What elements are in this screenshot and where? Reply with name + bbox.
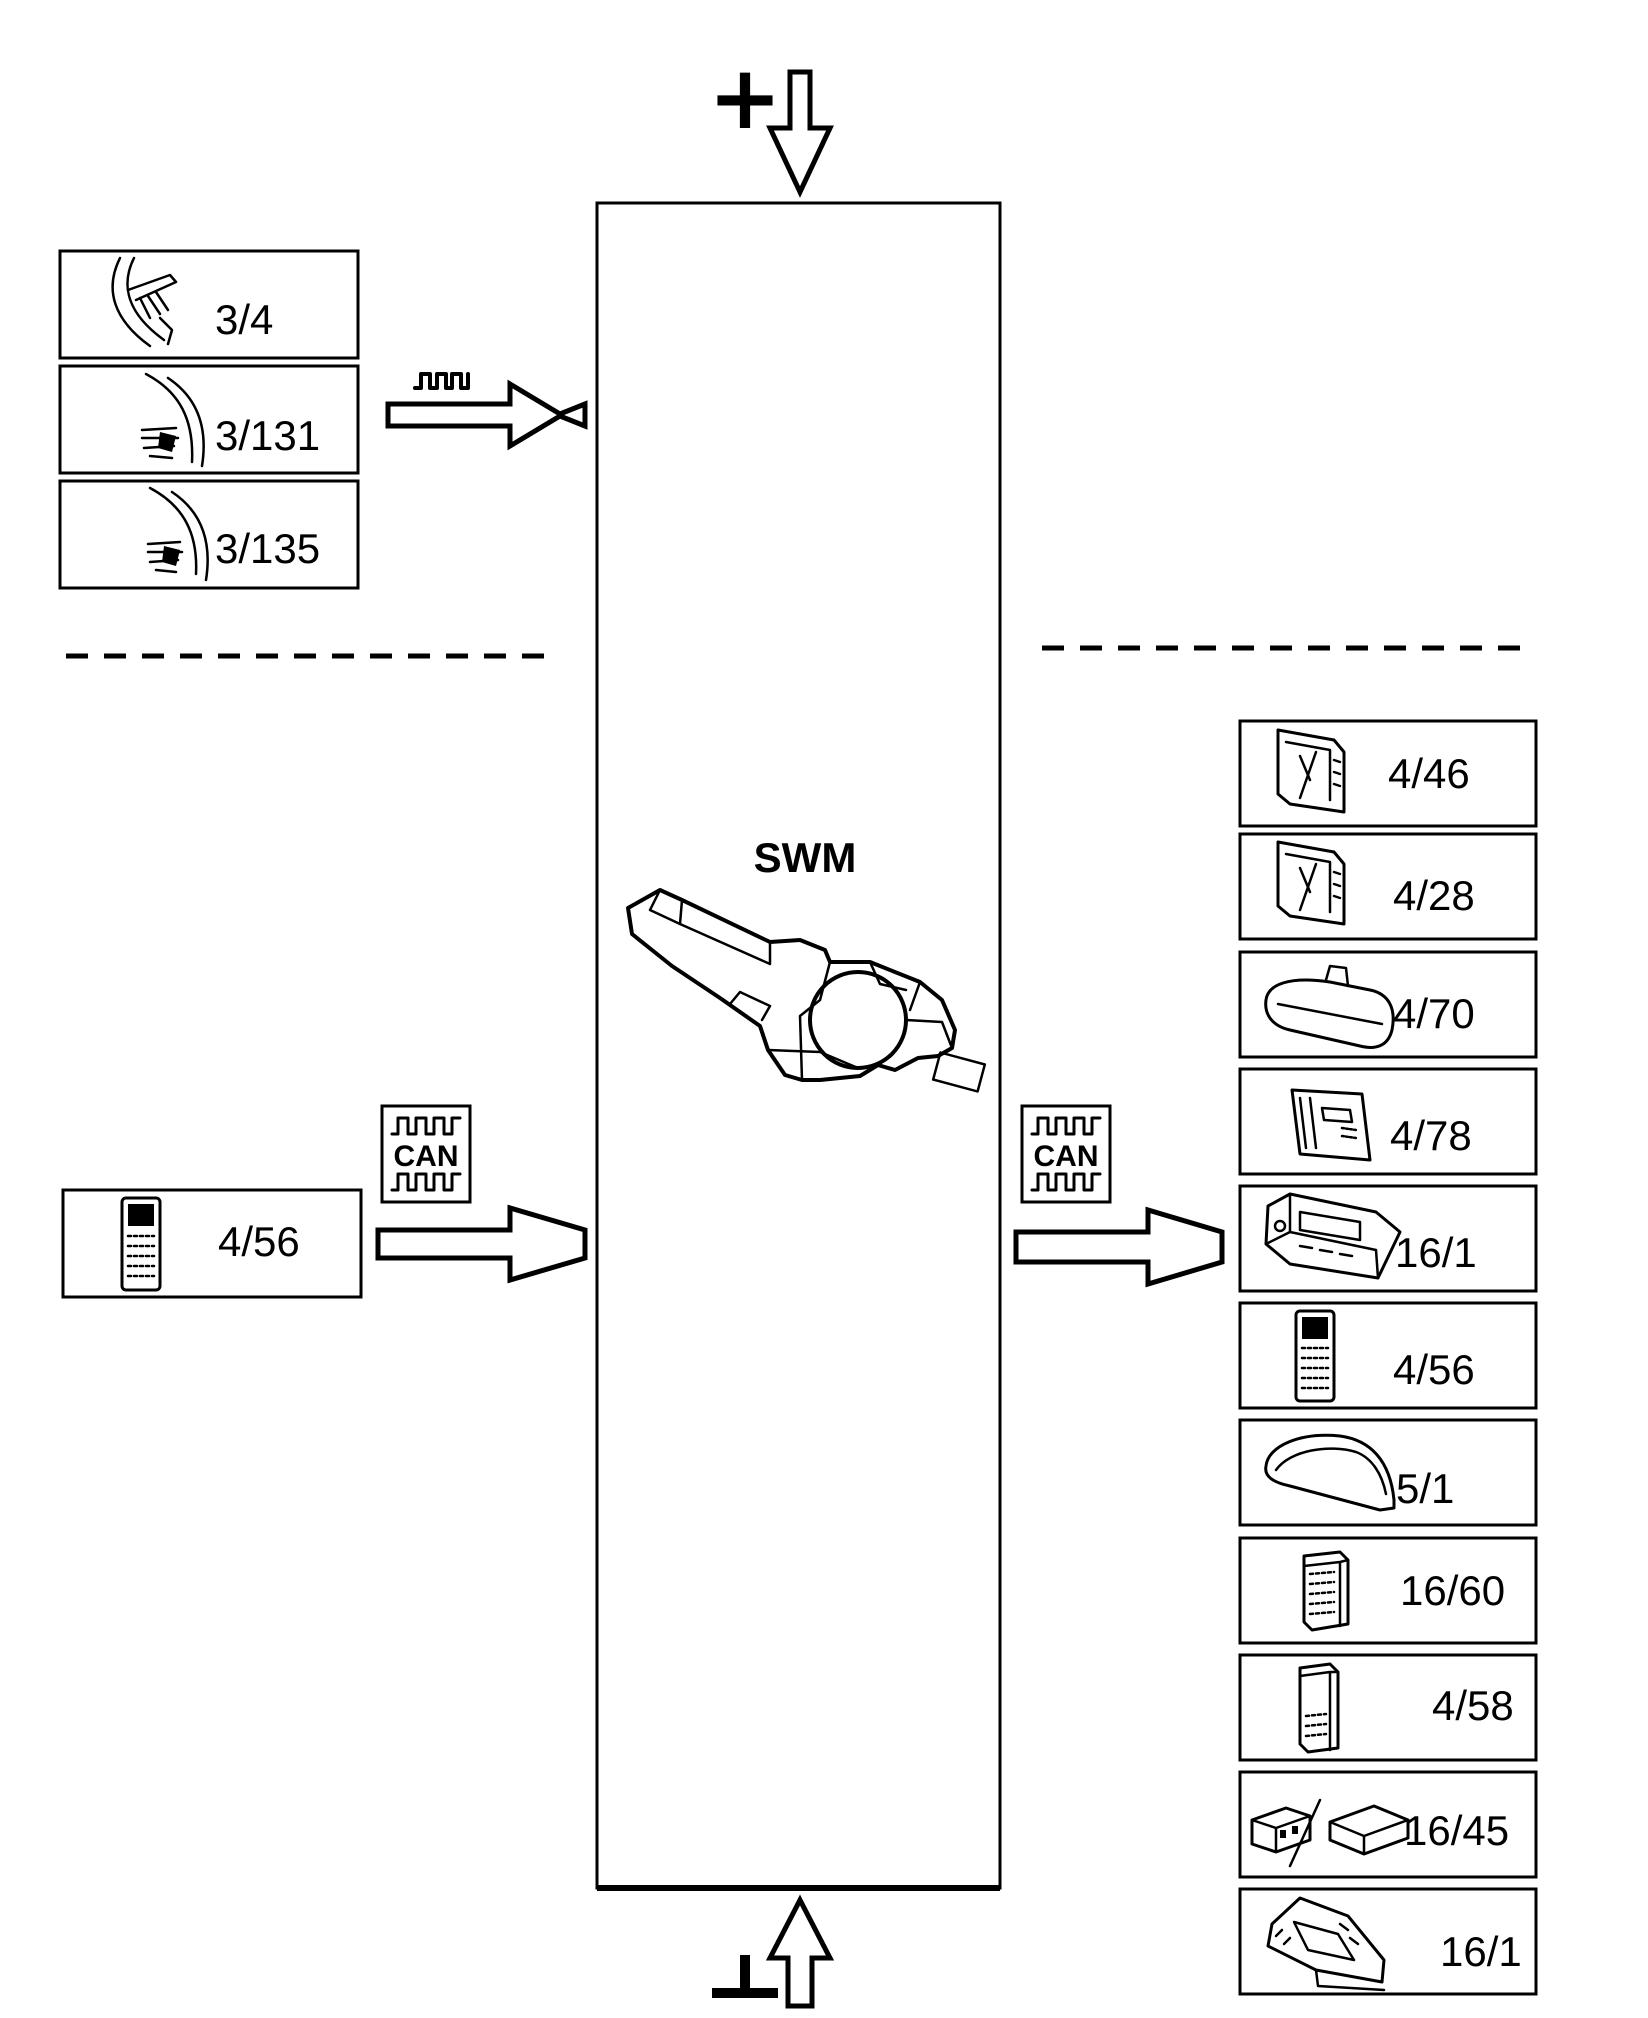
audio-unit-icon (1264, 1192, 1402, 1280)
output-can-16-1-nav: 16/1 (1238, 1887, 1538, 1996)
output-can-4-78: 4/78 (1238, 1067, 1538, 1176)
instrument-cluster-icon (1264, 1433, 1396, 1512)
output-can-label: 4/58 (1432, 1682, 1514, 1729)
input-wired-label: 3/135 (215, 525, 320, 572)
input-wired-label: 3/4 (215, 296, 273, 343)
input-wired-3-4: 3/4 (58, 249, 360, 360)
output-can-16-1: 16/1 (1238, 1184, 1538, 1293)
control-module-icon (1298, 1662, 1340, 1754)
output-can-4-70: 4/70 (1238, 950, 1538, 1059)
output-can-label: 16/1 (1395, 1229, 1477, 1276)
swm-module-label: SWM (754, 834, 857, 881)
input-wired-3-135: 3/135 (58, 479, 360, 590)
input-wired-3-131: 3/131 (58, 364, 360, 475)
input-can-4-56: 4/56 (61, 1188, 363, 1299)
output-can-4-58: 4/58 (1238, 1653, 1538, 1762)
can-badge-left: CAN (380, 1104, 472, 1204)
output-can-label: 16/60 (1400, 1567, 1505, 1614)
control-module-icon (1294, 1309, 1336, 1403)
output-can-label: 4/46 (1388, 750, 1470, 797)
output-can-4-28: 4/28 (1238, 832, 1538, 941)
control-module-icon (1302, 1550, 1350, 1632)
output-can-4-56: 4/56 (1238, 1301, 1538, 1410)
ground-symbol (712, 1955, 778, 1998)
ground-arrow (765, 1894, 835, 2009)
output-can-label: 4/78 (1390, 1112, 1472, 1159)
steering-wheel-button-icon (140, 372, 205, 468)
control-module-icon (120, 1196, 162, 1292)
can-badge-right: CAN (1020, 1104, 1112, 1204)
output-can-4-46: 4/46 (1238, 719, 1538, 828)
output-can-16-45: 16/45 (1238, 1770, 1538, 1879)
control-unit-icon (1276, 840, 1346, 926)
output-can-label: 16/45 (1404, 1807, 1509, 1854)
amplifier-unit-icon (1250, 1798, 1410, 1868)
can-input-arrow (375, 1204, 588, 1284)
can-output-arrow (1013, 1206, 1225, 1288)
output-can-label: 5/1 (1396, 1465, 1454, 1512)
rearview-mirror-icon (1264, 964, 1395, 1049)
input-wired-label: 3/131 (215, 412, 320, 459)
input-can-label: 4/56 (218, 1218, 300, 1265)
output-can-label: 4/28 (1393, 872, 1475, 919)
steering-wheel-switch-icon (111, 256, 178, 348)
output-can-label: 4/70 (1393, 990, 1475, 1037)
can-badge-text: CAN (394, 1140, 459, 1173)
output-can-label: 16/1 (1440, 1928, 1522, 1975)
steering-wheel-button-icon (146, 486, 209, 582)
can-badge-text: CAN (1034, 1140, 1099, 1173)
output-can-16-60: 16/60 (1238, 1536, 1538, 1645)
audio-unit-icon (1266, 1896, 1386, 1992)
wired-input-arrow (385, 379, 588, 451)
output-can-label: 4/56 (1393, 1346, 1475, 1393)
output-can-5-1: 5/1 (1238, 1418, 1538, 1527)
module-box-icon (1290, 1088, 1372, 1162)
power-arrow (766, 69, 834, 198)
steering-wheel-module-icon (626, 888, 987, 1093)
swm-module-box (595, 201, 1002, 1890)
digital-signal-icon (413, 372, 470, 390)
control-unit-icon (1276, 728, 1346, 814)
